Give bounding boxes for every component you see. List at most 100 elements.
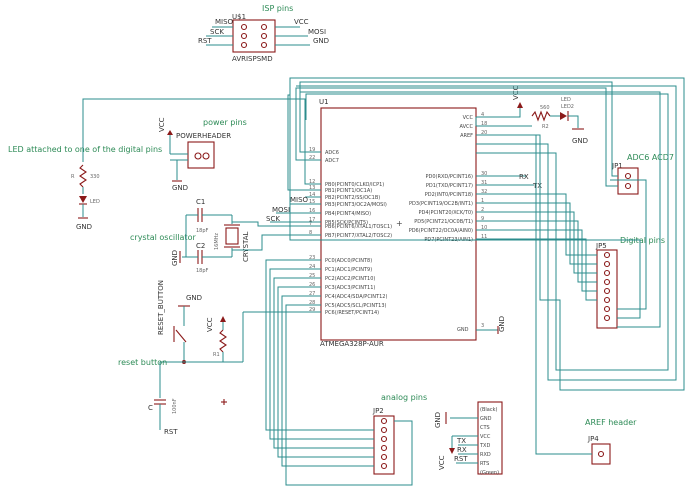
mcu-right-pin-name: PD3(PCINT19/OC2B/INT1) bbox=[409, 201, 473, 207]
status-led-label: LED bbox=[561, 97, 571, 103]
ftdi-gnd-label: GND bbox=[434, 412, 442, 428]
reset-circuit: RESET_BUTTON GND VCC R1 reset button C 1… bbox=[118, 280, 321, 436]
ftdi-tx-label: TX bbox=[456, 437, 466, 445]
analog-header-socket bbox=[380, 426, 388, 434]
digital-header-socket bbox=[603, 296, 611, 304]
mcu-left-pin-name: ADC6 bbox=[325, 150, 339, 156]
ftdi-vcc-arrow bbox=[449, 448, 455, 454]
status-gnd-label: GND bbox=[572, 137, 588, 145]
power-pins-title: power pins bbox=[203, 118, 247, 127]
mcu-right-pin-num: 10 bbox=[481, 225, 487, 231]
isp-header: ISP pins U$1 AVRISPSMD MISO SCK RST VCC … bbox=[198, 4, 329, 63]
power-header-name: POWERHEADER bbox=[176, 132, 231, 140]
aref-header-pin bbox=[597, 450, 605, 458]
mcu-left-pin-name: PC4(ADC4/SDA/PCINT12) bbox=[325, 294, 387, 300]
reset-button-label: RESET_BUTTON bbox=[157, 280, 165, 335]
power-vcc-arrow bbox=[167, 130, 173, 135]
reset-rst-label: RST bbox=[164, 428, 178, 436]
reset-resistor-label: R1 bbox=[213, 352, 220, 358]
mcu-left-pin-name: PB4(PCINT4/MISO) bbox=[325, 211, 371, 217]
mcu-right-top-pin-num: 18 bbox=[481, 121, 487, 127]
isp-miso-label: MISO bbox=[215, 18, 234, 26]
isp-rst-label: RST bbox=[198, 37, 212, 45]
mcu-left-pin-num: 25 bbox=[309, 273, 315, 279]
isp-vcc-label: VCC bbox=[294, 18, 309, 26]
analog-header-socket bbox=[380, 444, 388, 452]
mcu-left-pin-num: 24 bbox=[309, 264, 315, 270]
status-led-ref: LED2 bbox=[561, 104, 574, 110]
mcu-left-pin-num: 15 bbox=[309, 199, 315, 205]
ftdi-pin-label: VCC bbox=[480, 434, 491, 440]
isp-part-name: AVRISPSMD bbox=[232, 55, 273, 63]
mcu-left-pin-num: 28 bbox=[309, 300, 315, 306]
power-pin-1 bbox=[194, 152, 202, 160]
c2-value: 18pF bbox=[196, 268, 209, 274]
ftdi-pin-label: GND bbox=[480, 416, 492, 422]
mcu-left-pin-name: ADC7 bbox=[325, 158, 339, 164]
mcu-left-pin-name: PB7(PCINT7/XTAL2/TOSC2) bbox=[325, 233, 392, 239]
c1-label: C1 bbox=[196, 198, 205, 206]
mcu-net-labels: MISO MOSI SCK RX TX bbox=[266, 173, 542, 223]
ftdi-header-body bbox=[477, 401, 503, 475]
mcu-gnd-pin-name: GND bbox=[457, 327, 469, 333]
mcu-left-pin-name: PB1(PCINT1/OC1A) bbox=[325, 188, 372, 194]
aref-header-title: AREF header bbox=[585, 418, 637, 427]
mcu-left-pin-num: 23 bbox=[309, 255, 315, 261]
resistor-r-value: 330 bbox=[90, 174, 100, 180]
mcu-left-pin-name: PC0(ADC0/PCINT8) bbox=[325, 258, 372, 264]
reset-cap-value: 100nF bbox=[172, 398, 178, 414]
aref-header-jp4: AREF header JP4 bbox=[476, 134, 637, 465]
digital-led-gnd-label: GND bbox=[76, 223, 92, 231]
digital-header-socket bbox=[603, 278, 611, 286]
crystal-oscillator: crystal oscillator C1 18pF C2 18pF GND 1… bbox=[130, 198, 321, 274]
digital-header-ref: JP5 bbox=[595, 242, 607, 250]
isp-connector-body bbox=[232, 19, 276, 53]
status-led-diode bbox=[560, 112, 567, 120]
digital-header-pins bbox=[603, 251, 611, 322]
mcu-right-pin-name: PD1(TXD/PCINT17) bbox=[426, 183, 473, 189]
isp-pin-sockets bbox=[240, 23, 268, 49]
ftdi-pin-label: CTS bbox=[480, 425, 490, 431]
power-header: power pins POWERHEADER VCC GND bbox=[158, 117, 247, 192]
net-tx-label: TX bbox=[532, 182, 542, 190]
mcu-left-pin-num: 14 bbox=[309, 192, 315, 198]
digital-led-diode bbox=[79, 196, 87, 203]
mcu-left-pin-name: PB5(SCK/PCINT5) bbox=[325, 220, 368, 226]
net-sck-label: SCK bbox=[266, 215, 280, 223]
mcu-left-pin-num: 26 bbox=[309, 282, 315, 288]
ftdi-vcc-label: VCC bbox=[438, 455, 446, 470]
mcu-part-name: ATMEGA328P-AUR bbox=[320, 340, 384, 348]
mcu-right-top-pin-num: 20 bbox=[481, 130, 487, 136]
mcu-ref: U1 bbox=[319, 98, 329, 106]
digital-header-socket bbox=[603, 260, 611, 268]
status-resistor bbox=[531, 110, 551, 122]
digital-header-socket bbox=[603, 287, 611, 295]
mcu-body bbox=[320, 107, 477, 341]
analog-header-pins bbox=[380, 417, 388, 470]
reset-button-title: reset button bbox=[118, 358, 167, 367]
digital-header-body bbox=[596, 249, 618, 329]
ftdi-pin-label: RTS bbox=[480, 461, 489, 467]
analog-header-socket bbox=[380, 462, 388, 470]
mcu-right-pin-num: 9 bbox=[481, 216, 484, 222]
digital-led-circuit: LED attached to one of the digital pins … bbox=[8, 98, 321, 231]
adc-header-jp1: ADC6 ACD7 JP1 bbox=[295, 81, 674, 195]
crystal-freq: 16MHz bbox=[214, 233, 220, 250]
digital-header-socket bbox=[603, 251, 611, 259]
ftdi-pin-label: (Black) bbox=[480, 407, 497, 413]
digital-led-title: LED attached to one of the digital pins bbox=[8, 145, 162, 154]
crystal-body bbox=[225, 227, 239, 245]
crystal-ref: CRYSTAL bbox=[242, 231, 250, 262]
mcu-left-pin-num: 29 bbox=[309, 307, 315, 313]
mcu-left-pin-num: 16 bbox=[309, 208, 315, 214]
mcu-origin-mark: + bbox=[396, 219, 403, 228]
status-vcc-arrow bbox=[517, 102, 523, 108]
digital-header-title: Digital pins bbox=[620, 236, 665, 245]
digital-header-jp5: Digital pins JP5 bbox=[287, 91, 665, 329]
status-resistor-label: R2 bbox=[542, 124, 549, 130]
analog-header-socket bbox=[380, 417, 388, 425]
ftdi-rst-label: RST bbox=[454, 455, 468, 463]
status-vcc-label: VCC bbox=[512, 85, 520, 100]
